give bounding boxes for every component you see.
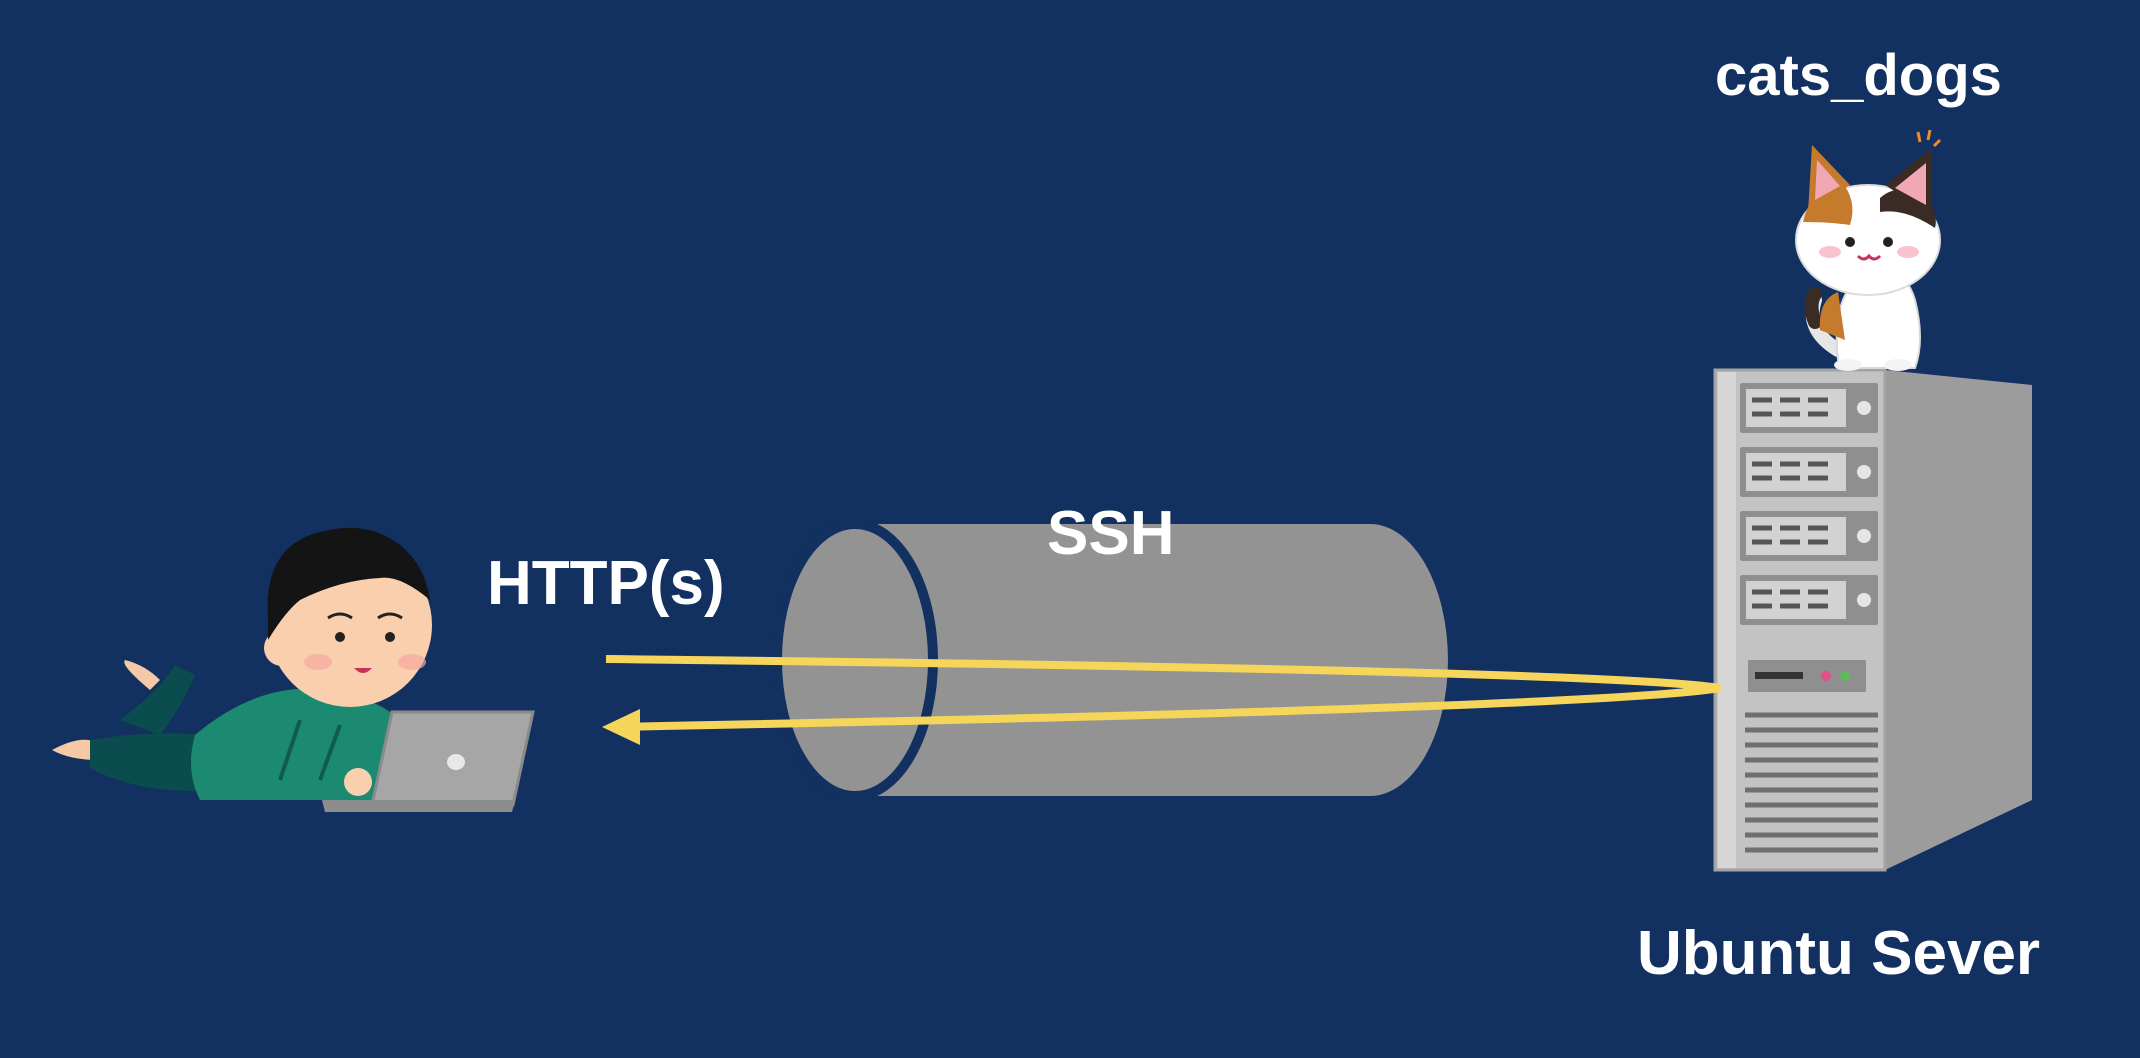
server-tower-icon — [1713, 368, 2032, 872]
calico-cat-icon — [1795, 129, 1942, 371]
http-request-response-arrow — [602, 655, 1721, 745]
server-name-label: cats_dogs — [1715, 43, 2002, 108]
tunnel-label: SSH — [1047, 499, 1175, 568]
protocol-label: HTTP(s) — [487, 549, 725, 618]
person-with-laptop-icon — [52, 527, 535, 812]
server-os-label: Ubuntu Sever — [1637, 919, 2041, 988]
